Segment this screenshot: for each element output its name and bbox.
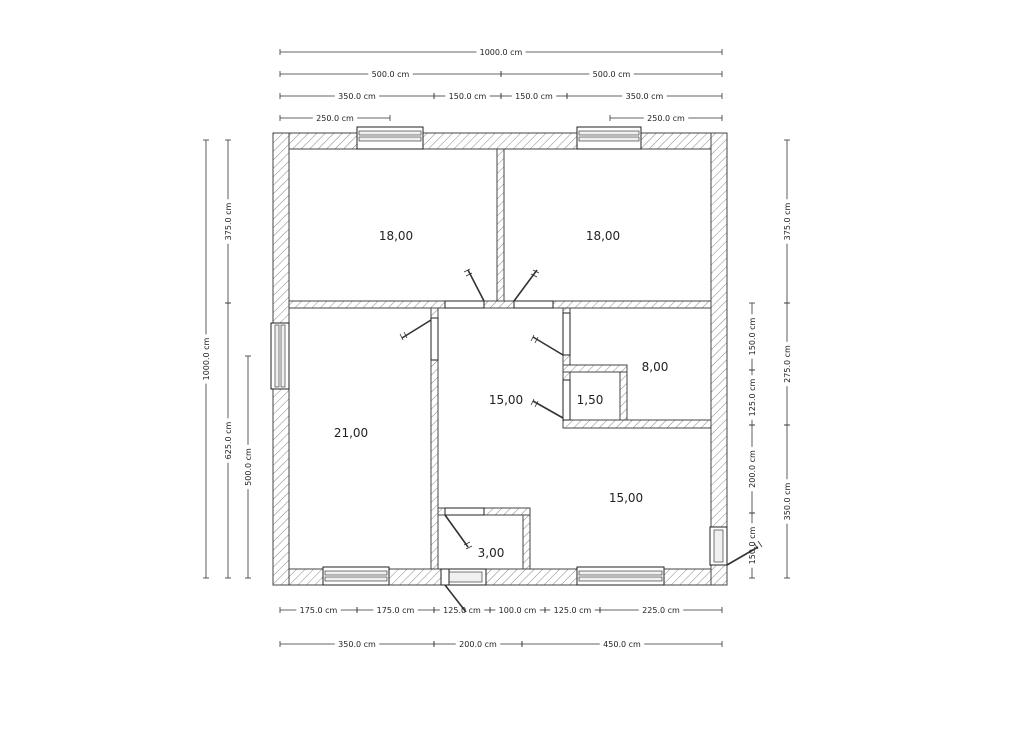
- dim-bottom-seg-4-label: 125.0 cm: [554, 606, 592, 615]
- door-bedroom-right: [513, 269, 554, 309]
- doors: [399, 268, 763, 613]
- dim-right-inner-2-label: 200.0 cm: [748, 450, 757, 488]
- area-bedroom-top-right: 18,00: [586, 229, 620, 243]
- dim-bottom-seg-3-label: 100.0 cm: [499, 606, 537, 615]
- dim-left-overall-label: 1000.0 cm: [202, 337, 211, 380]
- dim-bottom-total-0-label: 350.0 cm: [338, 640, 376, 649]
- area-bedroom-top-left: 18,00: [379, 229, 413, 243]
- dim-top-seg-2-label: 150.0 cm: [515, 92, 553, 101]
- wall-room8-bottom: [562, 419, 712, 429]
- area-bathroom: 3,00: [478, 546, 505, 560]
- door-side: [709, 526, 763, 566]
- area-living-room: 21,00: [334, 426, 368, 440]
- dim-top-half-left-label: 500.0 cm: [372, 70, 410, 79]
- dim-bottom-seg-5-label: 225.0 cm: [642, 606, 680, 615]
- door-closet: [530, 379, 571, 421]
- dim-top-window-left-label: 250.0 cm: [316, 114, 354, 123]
- dim-top-window-right-label: 250.0 cm: [647, 114, 685, 123]
- walls: [272, 132, 728, 586]
- dim-left-upper-label: 375.0 cm: [224, 202, 233, 240]
- dim-right-inner-1-label: 125.0 cm: [748, 378, 757, 416]
- wall-living-hall: [430, 307, 439, 570]
- dim-top-overall-label: 1000.0 cm: [480, 48, 523, 57]
- dim-top-seg-3-label: 350.0 cm: [626, 92, 664, 101]
- dim-right-middle-label: 275.0 cm: [783, 345, 792, 383]
- wall-between-bedrooms: [496, 148, 505, 302]
- window-top-left: [356, 126, 424, 150]
- window-bottom-right: [576, 566, 665, 586]
- dim-left-window-label: 500.0 cm: [244, 448, 253, 486]
- dim-bottom-total-2-label: 450.0 cm: [603, 640, 641, 649]
- outer-wall-right: [710, 132, 728, 586]
- dim-right-upper-label: 375.0 cm: [783, 202, 792, 240]
- door-bathroom: [444, 507, 485, 550]
- door-living: [399, 317, 439, 361]
- door-room8: [530, 312, 571, 356]
- room-areas: 18,00 18,00 21,00 15,00 8,00 1,50 15,00 …: [334, 229, 669, 560]
- wall-bath-right: [522, 514, 531, 570]
- outer-wall-top: [272, 132, 728, 150]
- area-room-bottom-right: 15,00: [609, 491, 643, 505]
- area-hall: 15,00: [489, 393, 523, 407]
- area-room-small: 8,00: [642, 360, 669, 374]
- area-closet: 1,50: [577, 393, 604, 407]
- door-bedroom-left: [444, 268, 485, 309]
- window-left: [270, 322, 290, 390]
- dim-right-lower-label: 350.0 cm: [783, 482, 792, 520]
- dim-top-seg-0-label: 350.0 cm: [338, 92, 376, 101]
- wall-closet-right: [619, 371, 628, 421]
- dim-bottom-seg-1-label: 175.0 cm: [377, 606, 415, 615]
- dimension-lines: 1000.0 cm 500.0 cm 500.0 cm 350.0 cm 150.0 c…: [202, 48, 792, 649]
- window-top-right: [576, 126, 642, 150]
- dim-right-inner-3-label: 150.0 cm: [748, 526, 757, 564]
- door-entrance: [440, 568, 467, 613]
- wall-closet-top: [562, 364, 628, 373]
- dim-bottom-total-1-label: 200.0 cm: [459, 640, 497, 649]
- wall-horizontal-middle: [288, 300, 712, 309]
- dim-top-seg-1-label: 150.0 cm: [449, 92, 487, 101]
- window-bottom-left: [322, 566, 390, 586]
- dim-right-inner-0-label: 150.0 cm: [748, 317, 757, 355]
- dim-bottom-seg-0-label: 175.0 cm: [300, 606, 338, 615]
- window-bathroom: [443, 568, 487, 586]
- dim-top-half-right-label: 500.0 cm: [593, 70, 631, 79]
- dim-bottom-seg-2-label: 125.0 cm: [443, 606, 481, 615]
- dim-left-lower-label: 625.0 cm: [224, 421, 233, 459]
- windows: [270, 126, 665, 586]
